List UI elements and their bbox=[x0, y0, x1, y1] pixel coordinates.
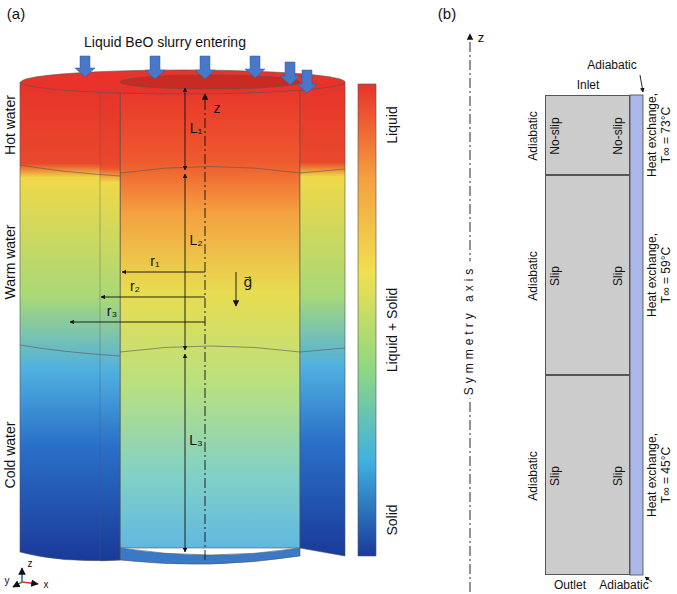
dimension-lines-part bbox=[70, 322, 205, 323]
cylinder-illustration-part bbox=[20, 165, 120, 176]
axis-label: z bbox=[214, 100, 221, 116]
schematic-lines-part bbox=[640, 75, 643, 92]
wall-condition: Adiabatic bbox=[527, 111, 541, 160]
cylinder-illustration-part bbox=[100, 88, 120, 561]
cylinder-illustration-part bbox=[120, 346, 300, 352]
heat-exchange-label: Heat exchange, T∞ = 73°C bbox=[646, 88, 674, 183]
axis-triad-part bbox=[13, 582, 22, 587]
dimension-lines bbox=[70, 88, 236, 560]
wall-condition: Slip bbox=[549, 466, 563, 486]
radius-label: r₂ bbox=[130, 278, 140, 294]
dimension-lines-part bbox=[185, 88, 186, 170]
cylinder-illustration-part bbox=[120, 167, 300, 174]
wall-condition: Adiabatic bbox=[527, 451, 541, 500]
zone-label: Cold water bbox=[2, 422, 18, 489]
panel-label: (a) bbox=[7, 5, 25, 22]
boundary-label: Inlet bbox=[577, 79, 600, 93]
dimension-label: L₂ bbox=[189, 232, 202, 248]
gravity-label: g⃗ bbox=[244, 274, 253, 290]
wall-condition: Slip bbox=[549, 266, 563, 286]
axis-triad-part bbox=[21, 568, 23, 582]
cylinder-illustration-part bbox=[21, 70, 345, 94]
heat-exchange-label: Heat exchange, T∞ = 45°C bbox=[646, 428, 674, 523]
boundary-label: Outlet bbox=[554, 579, 586, 593]
inflow-arrows-part bbox=[145, 56, 165, 79]
inflow-arrows-part bbox=[245, 56, 265, 78]
cylinder-illustration-part bbox=[300, 82, 345, 556]
dimension-lines-part bbox=[122, 272, 205, 273]
wall-condition: Slip bbox=[612, 466, 626, 486]
schematic-lines-part bbox=[630, 95, 643, 575]
boundary-label: Adiabatic bbox=[587, 59, 636, 73]
zone-label: Hot water bbox=[2, 95, 18, 155]
cylinder-illustration-part bbox=[20, 82, 120, 561]
wall-condition: No-slip bbox=[549, 117, 563, 154]
domain-segment: AdiabaticSlipSlip bbox=[545, 375, 630, 575]
cylinder-illustration bbox=[20, 70, 345, 564]
color-bar bbox=[358, 84, 376, 556]
dimension-label: L₃ bbox=[189, 432, 203, 448]
symmetry-axis-label: Symmetry axis bbox=[463, 262, 477, 399]
boundary-label: Adiabatic bbox=[599, 579, 648, 593]
domain-segment: AdiabaticNo-slipNo-slip bbox=[545, 95, 630, 175]
heat-exchange-label: Heat exchange, T∞ = 59°C bbox=[646, 228, 674, 323]
domain-segment: AdiabaticSlipSlip bbox=[545, 175, 630, 375]
dimension-lines-part bbox=[185, 174, 186, 350]
dimension-lines-part bbox=[236, 272, 237, 306]
cylinder-illustration-part bbox=[120, 82, 300, 548]
axis-label: z bbox=[478, 31, 485, 46]
radius-label: r₁ bbox=[150, 253, 159, 269]
axis-triad-part bbox=[22, 582, 38, 584]
axis-label: x bbox=[44, 579, 49, 591]
inflow-arrows-part bbox=[195, 56, 215, 79]
inflow-arrows-part bbox=[297, 70, 317, 93]
axis-triad bbox=[13, 568, 38, 587]
axis-label: z bbox=[28, 558, 33, 570]
inflow-arrows-part bbox=[280, 62, 300, 85]
colorbar-label: Liquid bbox=[384, 106, 400, 143]
wall-condition: Slip bbox=[612, 266, 626, 286]
dimension-lines-part bbox=[185, 354, 186, 552]
cylinder-illustration-part bbox=[20, 345, 120, 356]
schematic-lines bbox=[470, 34, 652, 592]
colorbar-label: Liquid + Solid bbox=[384, 288, 400, 372]
inflow-label: Liquid BeO slurry entering bbox=[84, 34, 246, 50]
dimension-lines-part bbox=[101, 297, 205, 298]
panel-label: (b) bbox=[438, 5, 456, 22]
zone-label: Warm water bbox=[2, 225, 18, 300]
colorbar-label: Solid bbox=[384, 504, 400, 535]
inflow-arrows-part bbox=[75, 56, 95, 77]
axis-label: y bbox=[5, 575, 10, 587]
cylinder-illustration-part bbox=[120, 75, 300, 89]
inflow-arrows bbox=[75, 56, 317, 93]
cylinder-illustration-part bbox=[300, 169, 345, 352]
wall-condition: No-slip bbox=[612, 117, 626, 154]
dimension-label: L₁ bbox=[190, 120, 203, 136]
radius-label: r₃ bbox=[107, 303, 117, 319]
wall-condition: Adiabatic bbox=[527, 251, 541, 300]
dimension-lines-part bbox=[205, 94, 206, 560]
cylinder-illustration-part bbox=[120, 548, 300, 564]
